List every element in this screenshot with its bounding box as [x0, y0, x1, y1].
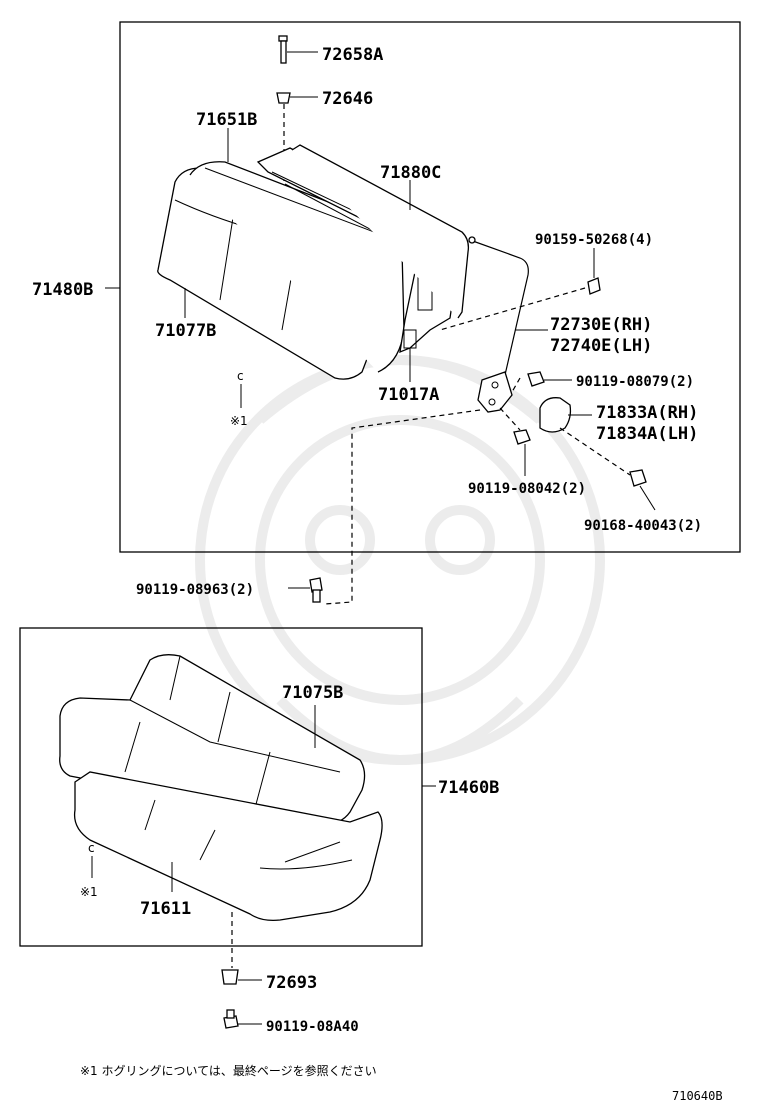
label-71077b[interactable]: 71077B [155, 321, 216, 341]
label-90119-08079[interactable]: 90119-08079(2) [576, 374, 694, 390]
leader-dashed-08042 [499, 407, 521, 431]
svg-text:※1: ※1 [80, 885, 98, 899]
svg-text:c: c [237, 369, 244, 383]
watermark-emblem [195, 355, 605, 765]
hog-ring-marker-lower: c ※1 [80, 841, 98, 899]
lock-cover-71833a[interactable] [539, 397, 592, 433]
label-72730e[interactable]: 72730E(RH) [550, 315, 652, 335]
bolt-90168-40043[interactable] [629, 469, 656, 511]
bolt-90119-08963[interactable] [288, 577, 323, 603]
seatback-assembly-box [119, 21, 741, 553]
label-90159-50268[interactable]: 90159-50268(4) [535, 232, 653, 248]
seatback-board-71880c[interactable] [291, 144, 470, 319]
bolt-90159-50268[interactable] [587, 248, 601, 295]
label-71480b[interactable]: 71480B [32, 280, 93, 300]
bolt-90119-08a40[interactable] [223, 1009, 262, 1029]
label-90119-08042[interactable]: 90119-08042(2) [468, 481, 586, 497]
bolt-90119-08079[interactable] [527, 371, 572, 387]
footnote: ※1 ホグリングについては、最終ページを参照ください [80, 1063, 377, 1078]
bolt-90119-08042[interactable] [513, 429, 531, 476]
seat-cushion-assembly-box [19, 627, 423, 947]
leader-dashed-08963 [324, 409, 481, 605]
label-71834a[interactable]: 71834A(LH) [596, 424, 698, 444]
label-71611[interactable]: 71611 [140, 899, 191, 919]
label-71880c[interactable]: 71880C [380, 163, 441, 183]
bushing-72646[interactable] [276, 92, 318, 104]
bolt-72658a[interactable] [278, 35, 318, 64]
label-71460b[interactable]: 71460B [438, 778, 499, 798]
label-72693[interactable]: 72693 [266, 973, 317, 993]
seat-cushion-71611[interactable] [73, 771, 383, 922]
seat-lock-bracket[interactable] [477, 371, 513, 413]
hog-ring-marker-upper: c ※1 [230, 369, 248, 428]
label-90119-08a40[interactable]: 90119-08A40 [266, 1019, 359, 1035]
label-90119-08963[interactable]: 90119-08963(2) [136, 582, 254, 598]
label-71651b[interactable]: 71651B [196, 110, 257, 130]
svg-text:※1: ※1 [230, 414, 248, 428]
clip-72693[interactable] [221, 969, 262, 985]
lock-cable-72730e[interactable] [468, 236, 548, 376]
label-71833a[interactable]: 71833A(RH) [596, 403, 698, 423]
leader-dashed-08079 [511, 377, 521, 393]
label-90168-40043[interactable]: 90168-40043(2) [584, 518, 702, 534]
label-71075b[interactable]: 71075B [282, 683, 343, 703]
label-72740e[interactable]: 72740E(LH) [550, 336, 652, 356]
leader-dashed-cable [439, 287, 586, 331]
label-72646[interactable]: 72646 [322, 89, 373, 109]
label-72658a[interactable]: 72658A [322, 45, 383, 65]
label-71017a[interactable]: 71017A [378, 385, 439, 405]
svg-text:c: c [88, 841, 95, 855]
diagram-code: 710640B [672, 1089, 723, 1103]
